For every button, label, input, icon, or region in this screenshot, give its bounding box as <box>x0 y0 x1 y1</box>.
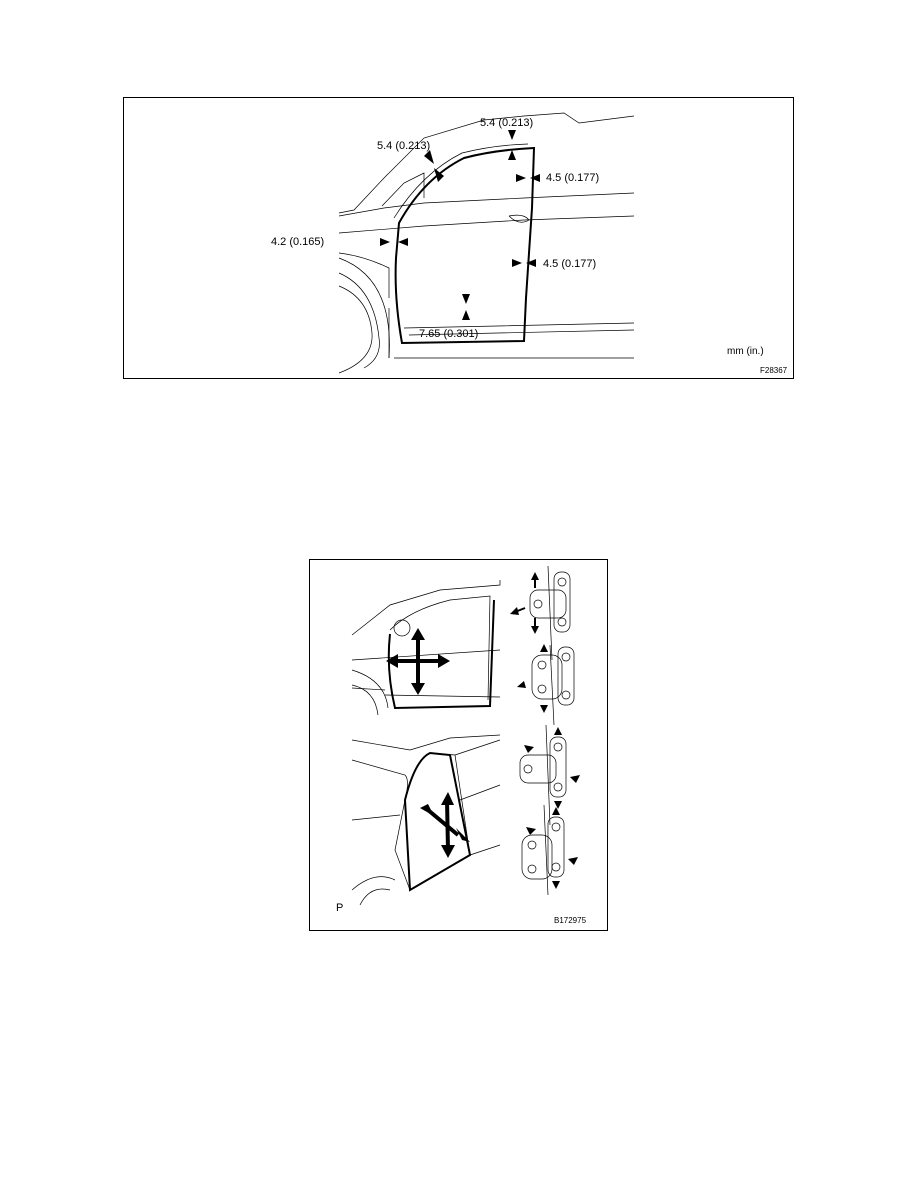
measurement-upper-front-label: 5.4 (0.213) <box>377 140 431 152</box>
measurement-upper-rear-label: 4.5 (0.177) <box>546 172 600 184</box>
measurement-lower-rear-label: 4.5 (0.177) <box>543 258 597 270</box>
unit-label: mm (in.) <box>727 346 764 357</box>
figure-code: F28367 <box>760 366 788 375</box>
figure-code: B172975 <box>554 916 587 925</box>
measurement-top-label: 5.4 (0.213) <box>480 117 534 129</box>
measurement-front-label: 4.2 (0.165) <box>271 236 325 248</box>
door-hinge-drawing <box>351 565 580 906</box>
door-clearance-figure: 5.4 (0.213) 5.4 (0.213) 4.5 (0.177) 4.2 … <box>123 97 794 379</box>
measurement-bottom-label: 7.65 (0.301) <box>419 328 479 340</box>
car-door-drawing <box>338 112 635 374</box>
door-adjustment-figure: P B172975 <box>309 559 608 931</box>
view-marker-label: P <box>336 902 344 914</box>
